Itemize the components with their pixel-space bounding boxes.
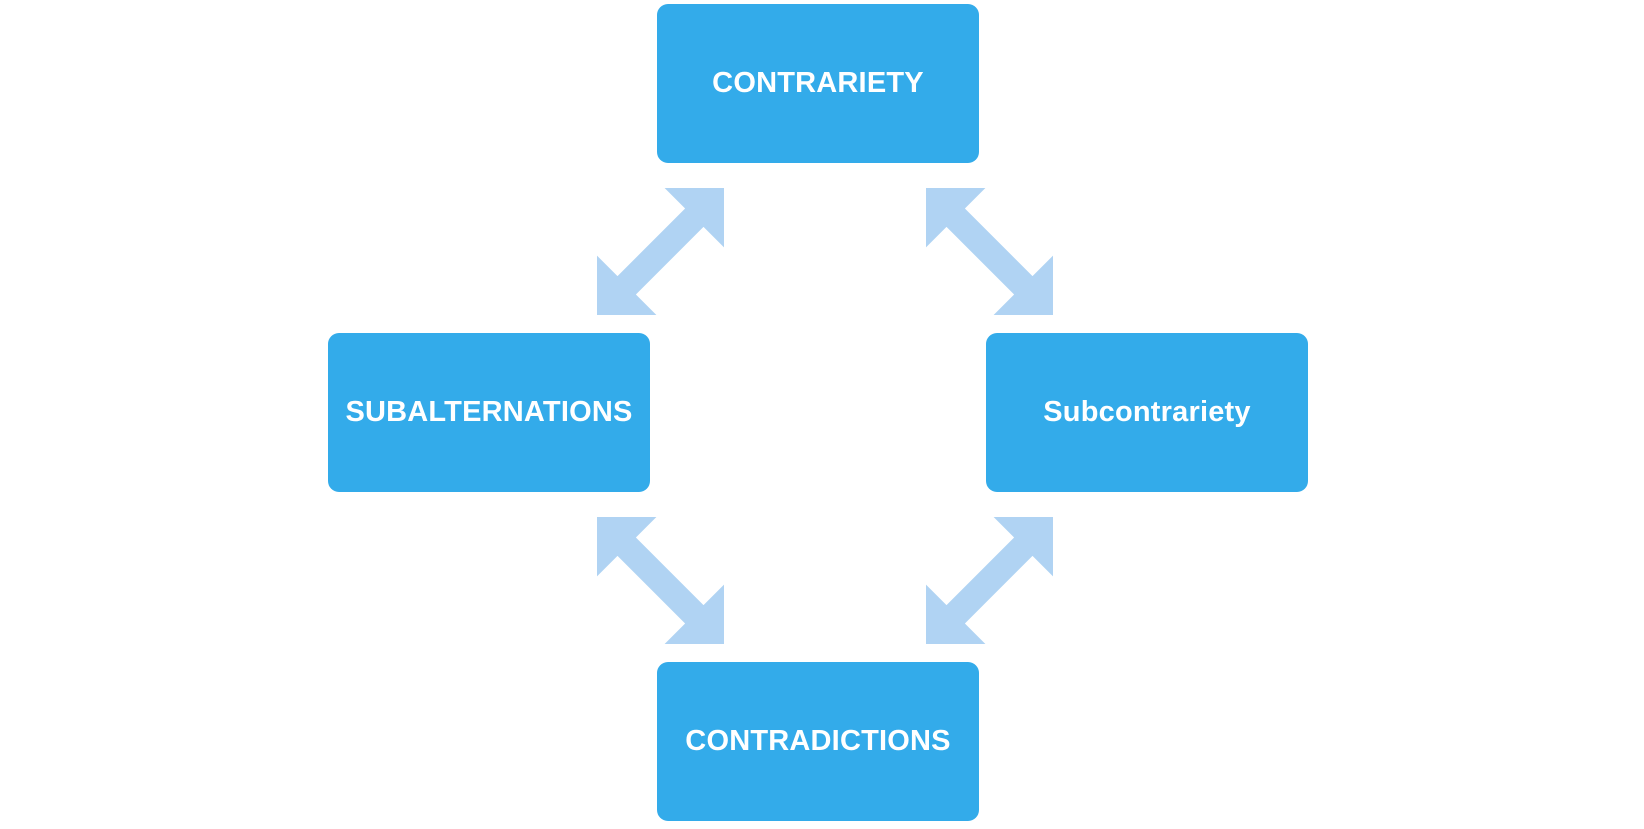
double-arrow-right-bottom [926, 517, 1053, 644]
node-contrariety-label: CONTRARIETY [712, 67, 924, 99]
node-contradictions: CONTRADICTIONS [657, 662, 979, 821]
node-subcontrariety: Subcontrariety [986, 333, 1308, 492]
node-contrariety: CONTRARIETY [657, 4, 979, 163]
double-arrow-left-bottom [597, 517, 724, 644]
double-arrow-top-right [926, 188, 1053, 315]
double-arrow-top-left [597, 188, 724, 315]
node-subcontrariety-label: Subcontrariety [1043, 396, 1251, 428]
node-contradictions-label: CONTRADICTIONS [685, 725, 951, 757]
node-subalternations: SUBALTERNATIONS [328, 333, 650, 492]
node-subalternations-label: SUBALTERNATIONS [345, 396, 633, 428]
